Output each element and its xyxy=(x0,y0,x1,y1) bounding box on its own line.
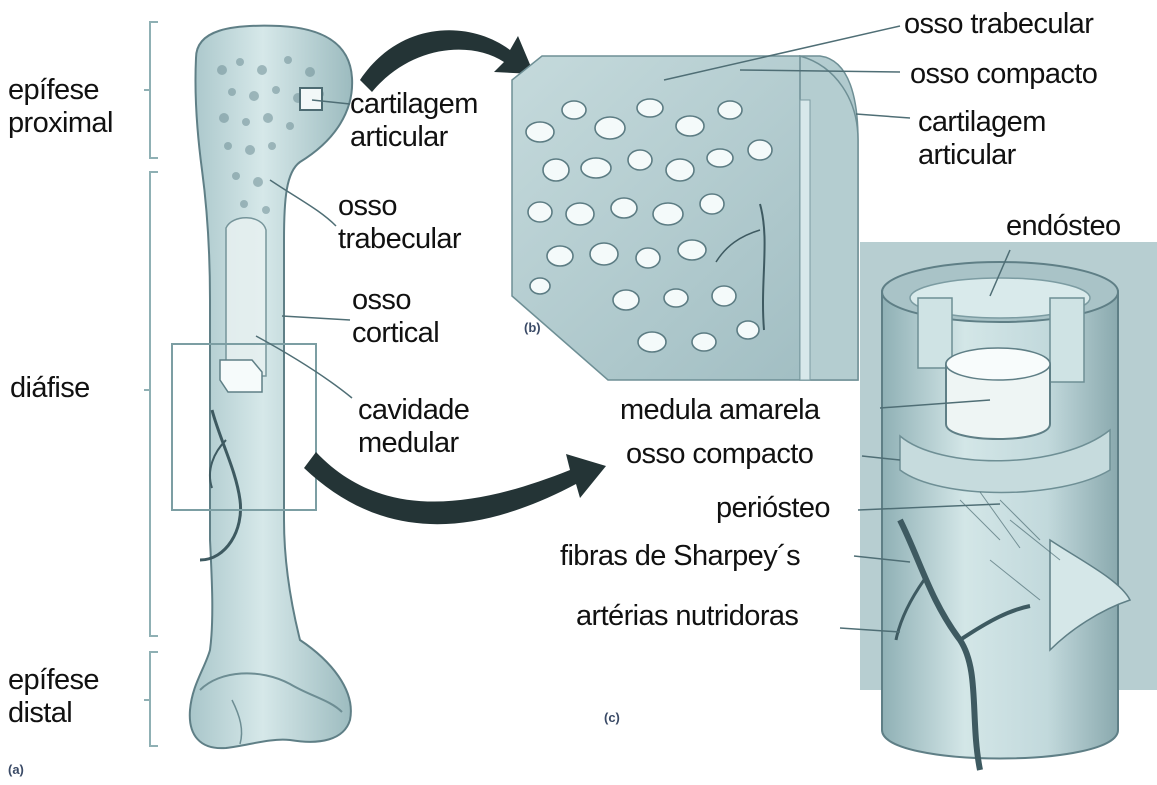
label-osso-compacto-b: osso compacto xyxy=(910,58,1097,91)
label-diafise: diáfise xyxy=(10,372,90,405)
panel-label-b: (b) xyxy=(524,320,541,335)
label-epifise-distal: epífese distal xyxy=(8,664,99,730)
panel-c-cylinder xyxy=(882,262,1130,770)
femur-bone xyxy=(190,26,352,749)
panel-label-c: (c) xyxy=(604,710,620,725)
label-epifise-proximal: epífese proximal xyxy=(8,74,113,140)
label-arterias-nutridoras: artérias nutridoras xyxy=(576,600,798,633)
label-osso-cortical: osso cortical xyxy=(352,284,439,350)
bracket-diafise xyxy=(144,172,158,636)
arrow-to-c xyxy=(304,452,606,524)
label-medula-amarela: medula amarela xyxy=(620,394,820,427)
label-periosteo: periósteo xyxy=(716,492,830,525)
label-osso-compacto-c: osso compacto xyxy=(626,438,813,471)
label-osso-trabecular-a: osso trabecular xyxy=(338,190,461,256)
medullary-cavity-shape xyxy=(226,218,266,376)
label-cavidade-medular: cavidade medular xyxy=(358,394,469,460)
label-cartilagem-articular-a: cartilagem articular xyxy=(350,88,478,154)
label-cartilagem-articular-b: cartilagem articular xyxy=(918,106,1046,172)
label-endosteo: endósteo xyxy=(1006,210,1121,243)
arrow-to-b xyxy=(360,30,534,92)
label-osso-trabecular-b: osso trabecular xyxy=(904,8,1093,41)
label-fibras-sharpey: fibras de Sharpey´s xyxy=(560,540,800,573)
cartilage-notch xyxy=(300,88,322,110)
shaft-cut xyxy=(220,360,262,392)
bracket-epifise-distal xyxy=(144,652,158,746)
bracket-epifise-proximal xyxy=(144,22,158,158)
panel-b-block xyxy=(512,56,858,380)
panel-label-a: (a) xyxy=(8,762,24,777)
